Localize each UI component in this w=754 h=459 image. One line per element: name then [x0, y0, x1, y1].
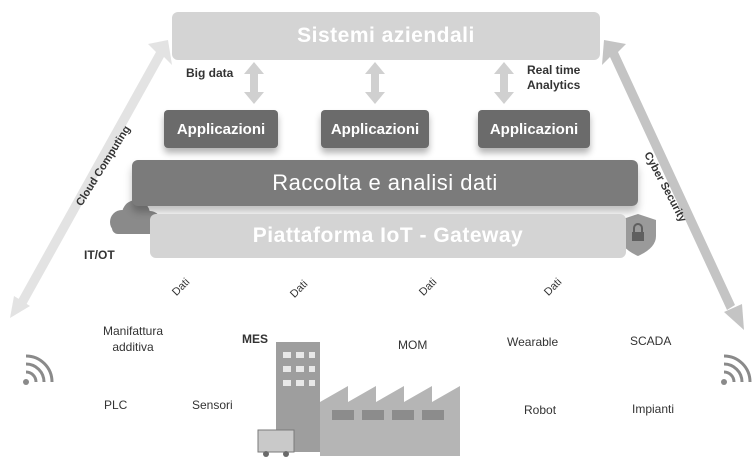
arrow-real-time — [494, 62, 514, 104]
wifi-icon-right — [721, 354, 752, 385]
wearable-label: Wearable — [507, 335, 559, 349]
left-diagonal-arrow — [10, 40, 172, 318]
applicazioni-box-1: Applicazioni — [164, 110, 278, 148]
sistemi-aziendali-label: Sistemi aziendali — [297, 24, 475, 47]
mes-label: MES — [242, 332, 269, 346]
plc-label: PLC — [104, 398, 128, 412]
shield-lock-icon — [620, 214, 656, 256]
scada-label: SCADA — [630, 334, 672, 348]
applicazioni-label-3: Applicazioni — [489, 120, 579, 138]
robot-label: Robot — [524, 403, 557, 417]
real-time-label: Real time — [527, 63, 581, 77]
piattaforma-iot-bar: Piattaforma IoT - Gateway — [150, 214, 626, 258]
sistemi-aziendali-bar: Sistemi aziendali — [172, 12, 600, 60]
right-diagonal-arrow — [602, 40, 744, 330]
wifi-icon-left — [23, 354, 54, 385]
arrow-center — [365, 62, 385, 104]
applicazioni-box-2: Applicazioni — [321, 110, 429, 148]
raccolta-analisi-label: Raccolta e analisi dati — [272, 170, 498, 195]
applicazioni-label-1: Applicazioni — [176, 120, 266, 138]
piattaforma-iot-label: Piattaforma IoT - Gateway — [252, 224, 524, 247]
impianti-label: Impianti — [632, 402, 675, 416]
applicazioni-label-2: Applicazioni — [330, 120, 420, 138]
big-data-label: Big data — [186, 66, 234, 80]
analytics-label: Analytics — [527, 78, 581, 92]
manifattura-label: Manifattura — [102, 324, 164, 338]
arrow-big-data — [244, 62, 264, 104]
applicazioni-box-3: Applicazioni — [478, 110, 590, 148]
additiva-label: additiva — [112, 340, 154, 354]
it-ot-label: IT/OT — [84, 248, 115, 262]
raccolta-analisi-bar: Raccolta e analisi dati — [132, 160, 638, 206]
mom-label: MOM — [398, 338, 428, 352]
sensori-label: Sensori — [192, 398, 233, 412]
factory-icon — [257, 342, 460, 457]
